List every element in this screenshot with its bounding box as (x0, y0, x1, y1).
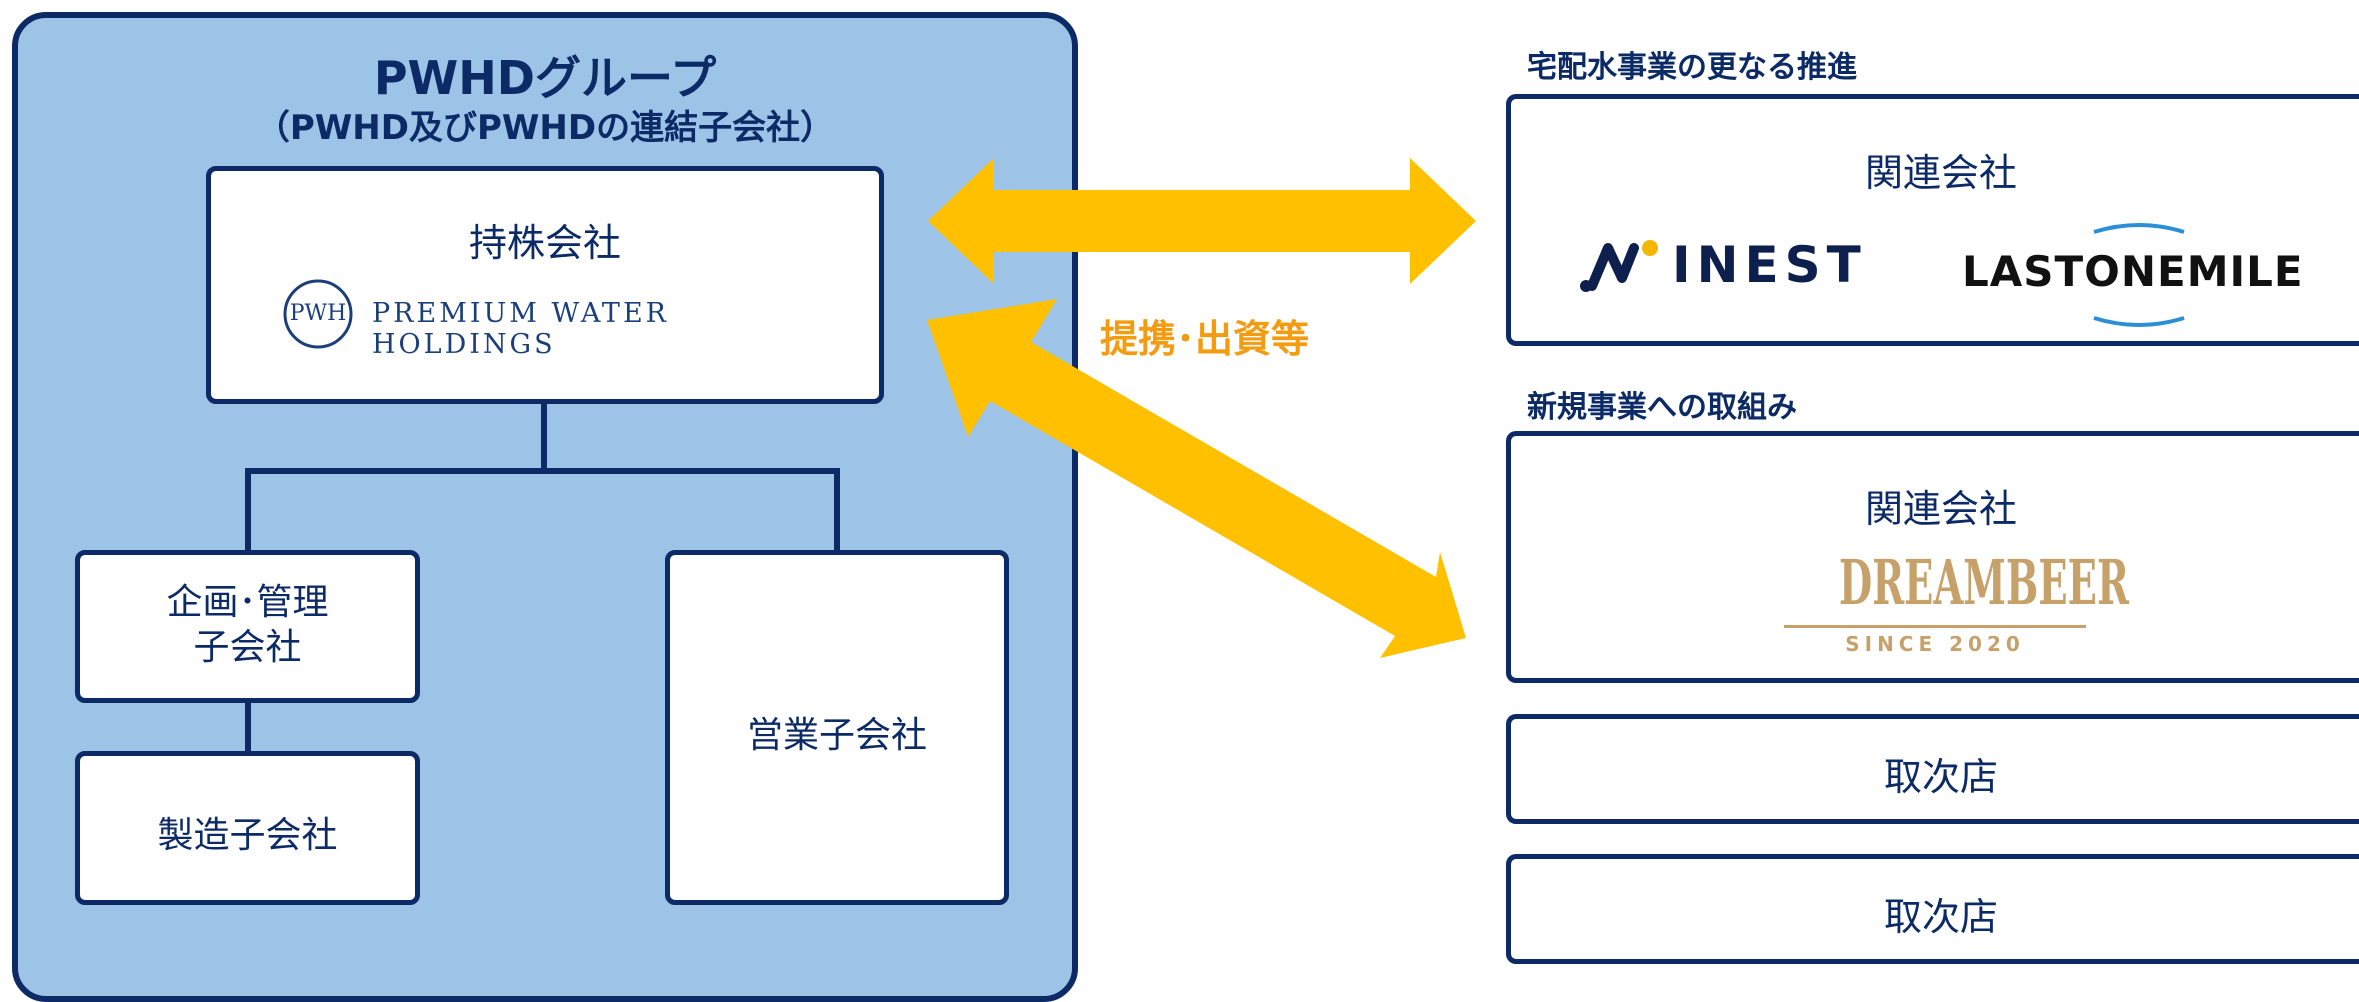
lastonemile-logo-icon (2084, 220, 2194, 330)
tree-line (245, 468, 251, 552)
lastonemile-logo-text: LASTONEMILE (1962, 247, 2304, 296)
dreambeer-divider (1784, 625, 2086, 628)
sales-subsidiary-label: 営業子会社 (746, 715, 927, 756)
agent-box (1506, 854, 2359, 964)
inest-logo-text: INEST (1672, 236, 1867, 294)
section2-box-label: 関連会社 (1864, 487, 2017, 531)
holding-company-box (206, 166, 884, 404)
agent-box (1506, 714, 2359, 824)
partnership-label: 提携･出資等 (1100, 317, 1310, 361)
manufacturing-subsidiary-box (75, 751, 420, 905)
section2-heading: 新規事業への取組み (1527, 390, 1797, 425)
section1-box-label: 関連会社 (1864, 151, 2017, 195)
section1-box (1506, 94, 2359, 346)
tree-line (834, 468, 840, 552)
planning-subsidiary-label: 企画･管理 子会社 (166, 582, 329, 668)
holding-logo-text: PREMIUM WATER HOLDINGS (372, 298, 669, 360)
section2-box (1506, 431, 2359, 683)
tree-line (245, 468, 840, 474)
dreambeer-logo-sub: SINCE 2020 (1845, 632, 2025, 656)
holding-company-label: 持株会社 (468, 221, 621, 265)
agent-label: 取次店 (1883, 755, 1998, 799)
group-title: PWHDグループ (373, 51, 717, 105)
tree-line (541, 404, 547, 470)
section1-heading: 宅配水事業の更なる推進 (1527, 50, 1857, 85)
svg-text:PWH: PWH (290, 301, 347, 326)
inest-logo-icon (1578, 238, 1662, 298)
manufacturing-subsidiary-label: 製造子会社 (157, 815, 338, 856)
sales-subsidiary-box (665, 550, 1009, 905)
agent-label: 取次店 (1883, 895, 1998, 939)
planning-subsidiary-box (75, 550, 420, 703)
pwh-logo-icon: PWH (282, 278, 354, 350)
dreambeer-logo-text: DREAMBEER (1838, 546, 2129, 619)
double-arrow-horizontal (928, 158, 1476, 284)
group-subtitle: （PWHD及びPWHDの連結子会社） (255, 108, 835, 148)
double-arrow-diagonal (927, 299, 1466, 658)
tree-line (245, 701, 251, 753)
